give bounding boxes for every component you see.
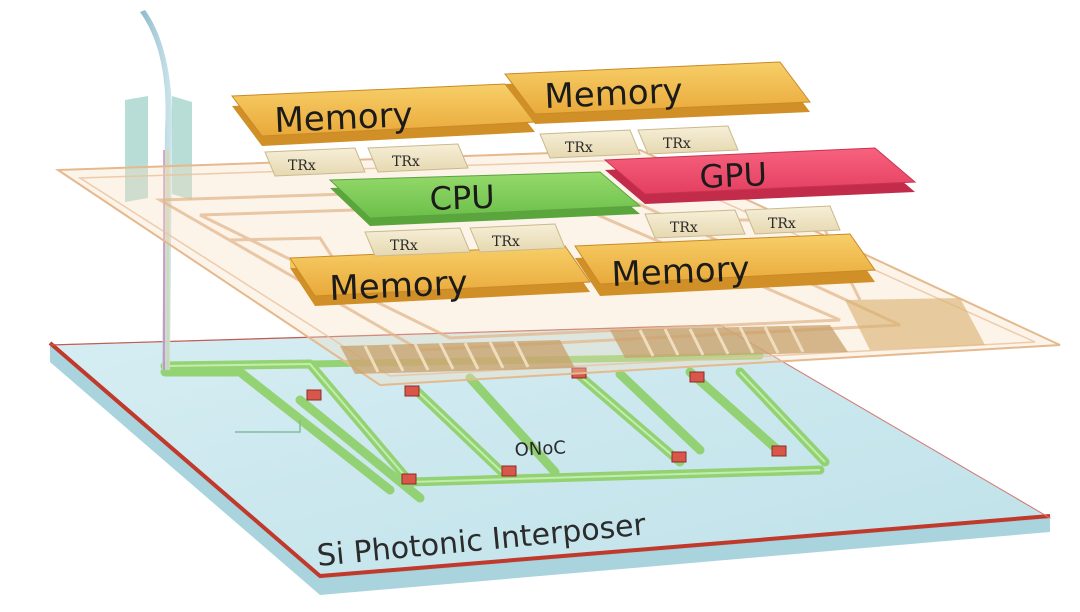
trx-label: TRx xyxy=(492,234,520,250)
trx-label: TRx xyxy=(670,220,698,236)
memory-chip-label: Memory xyxy=(329,263,469,309)
io-pad-block xyxy=(845,298,985,350)
photonic-device xyxy=(501,465,517,477)
trx-block: TRx xyxy=(644,209,746,239)
interposer-lead-line xyxy=(235,420,301,433)
trx-row-top: TRx TRx TRx TRx xyxy=(264,125,739,177)
trx-label: TRx xyxy=(663,136,691,152)
onoc-label: ONoC xyxy=(514,437,566,461)
trx-block: TRx xyxy=(469,223,566,253)
gpu-chip: GPU xyxy=(603,147,917,204)
trx-label: TRx xyxy=(288,158,316,174)
memory-chip-label: Memory xyxy=(274,95,414,141)
trx-label: TRx xyxy=(392,154,420,170)
photonic-device xyxy=(401,473,417,485)
memory-chip-label: Memory xyxy=(544,71,684,117)
cpu-chip: CPU xyxy=(328,171,642,226)
trx-label: TRx xyxy=(768,216,796,232)
memory-chip-bottom-right: Memory xyxy=(574,233,876,296)
memory-chip-label: Memory xyxy=(611,249,751,295)
gpu-label: GPU xyxy=(699,155,768,196)
interposer-base xyxy=(48,324,1052,595)
photonic-device xyxy=(689,371,705,383)
trx-block: TRx xyxy=(364,227,471,257)
photonic-device xyxy=(671,451,687,463)
photonic-device xyxy=(404,385,420,397)
trx-block: TRx xyxy=(539,129,641,159)
trx-block: TRx xyxy=(264,147,366,177)
trx-block: TRx xyxy=(367,143,469,173)
trx-label: TRx xyxy=(565,140,593,156)
trx-block: TRx xyxy=(637,125,739,155)
photonic-device xyxy=(771,445,787,457)
optical-fiber xyxy=(140,10,173,370)
photonic-device xyxy=(306,389,322,401)
onoc-waveguide-highlights xyxy=(164,362,826,484)
cpu-label: CPU xyxy=(429,178,495,218)
memory-chip-top-right: Memory xyxy=(504,61,811,124)
memory-chip-top-left: Memory xyxy=(231,83,536,146)
trx-block: TRx xyxy=(744,205,841,235)
interposer-edge xyxy=(48,341,1051,578)
trx-label: TRx xyxy=(390,238,418,254)
trx-row-middle: TRx TRx TRx TRx xyxy=(364,205,841,257)
